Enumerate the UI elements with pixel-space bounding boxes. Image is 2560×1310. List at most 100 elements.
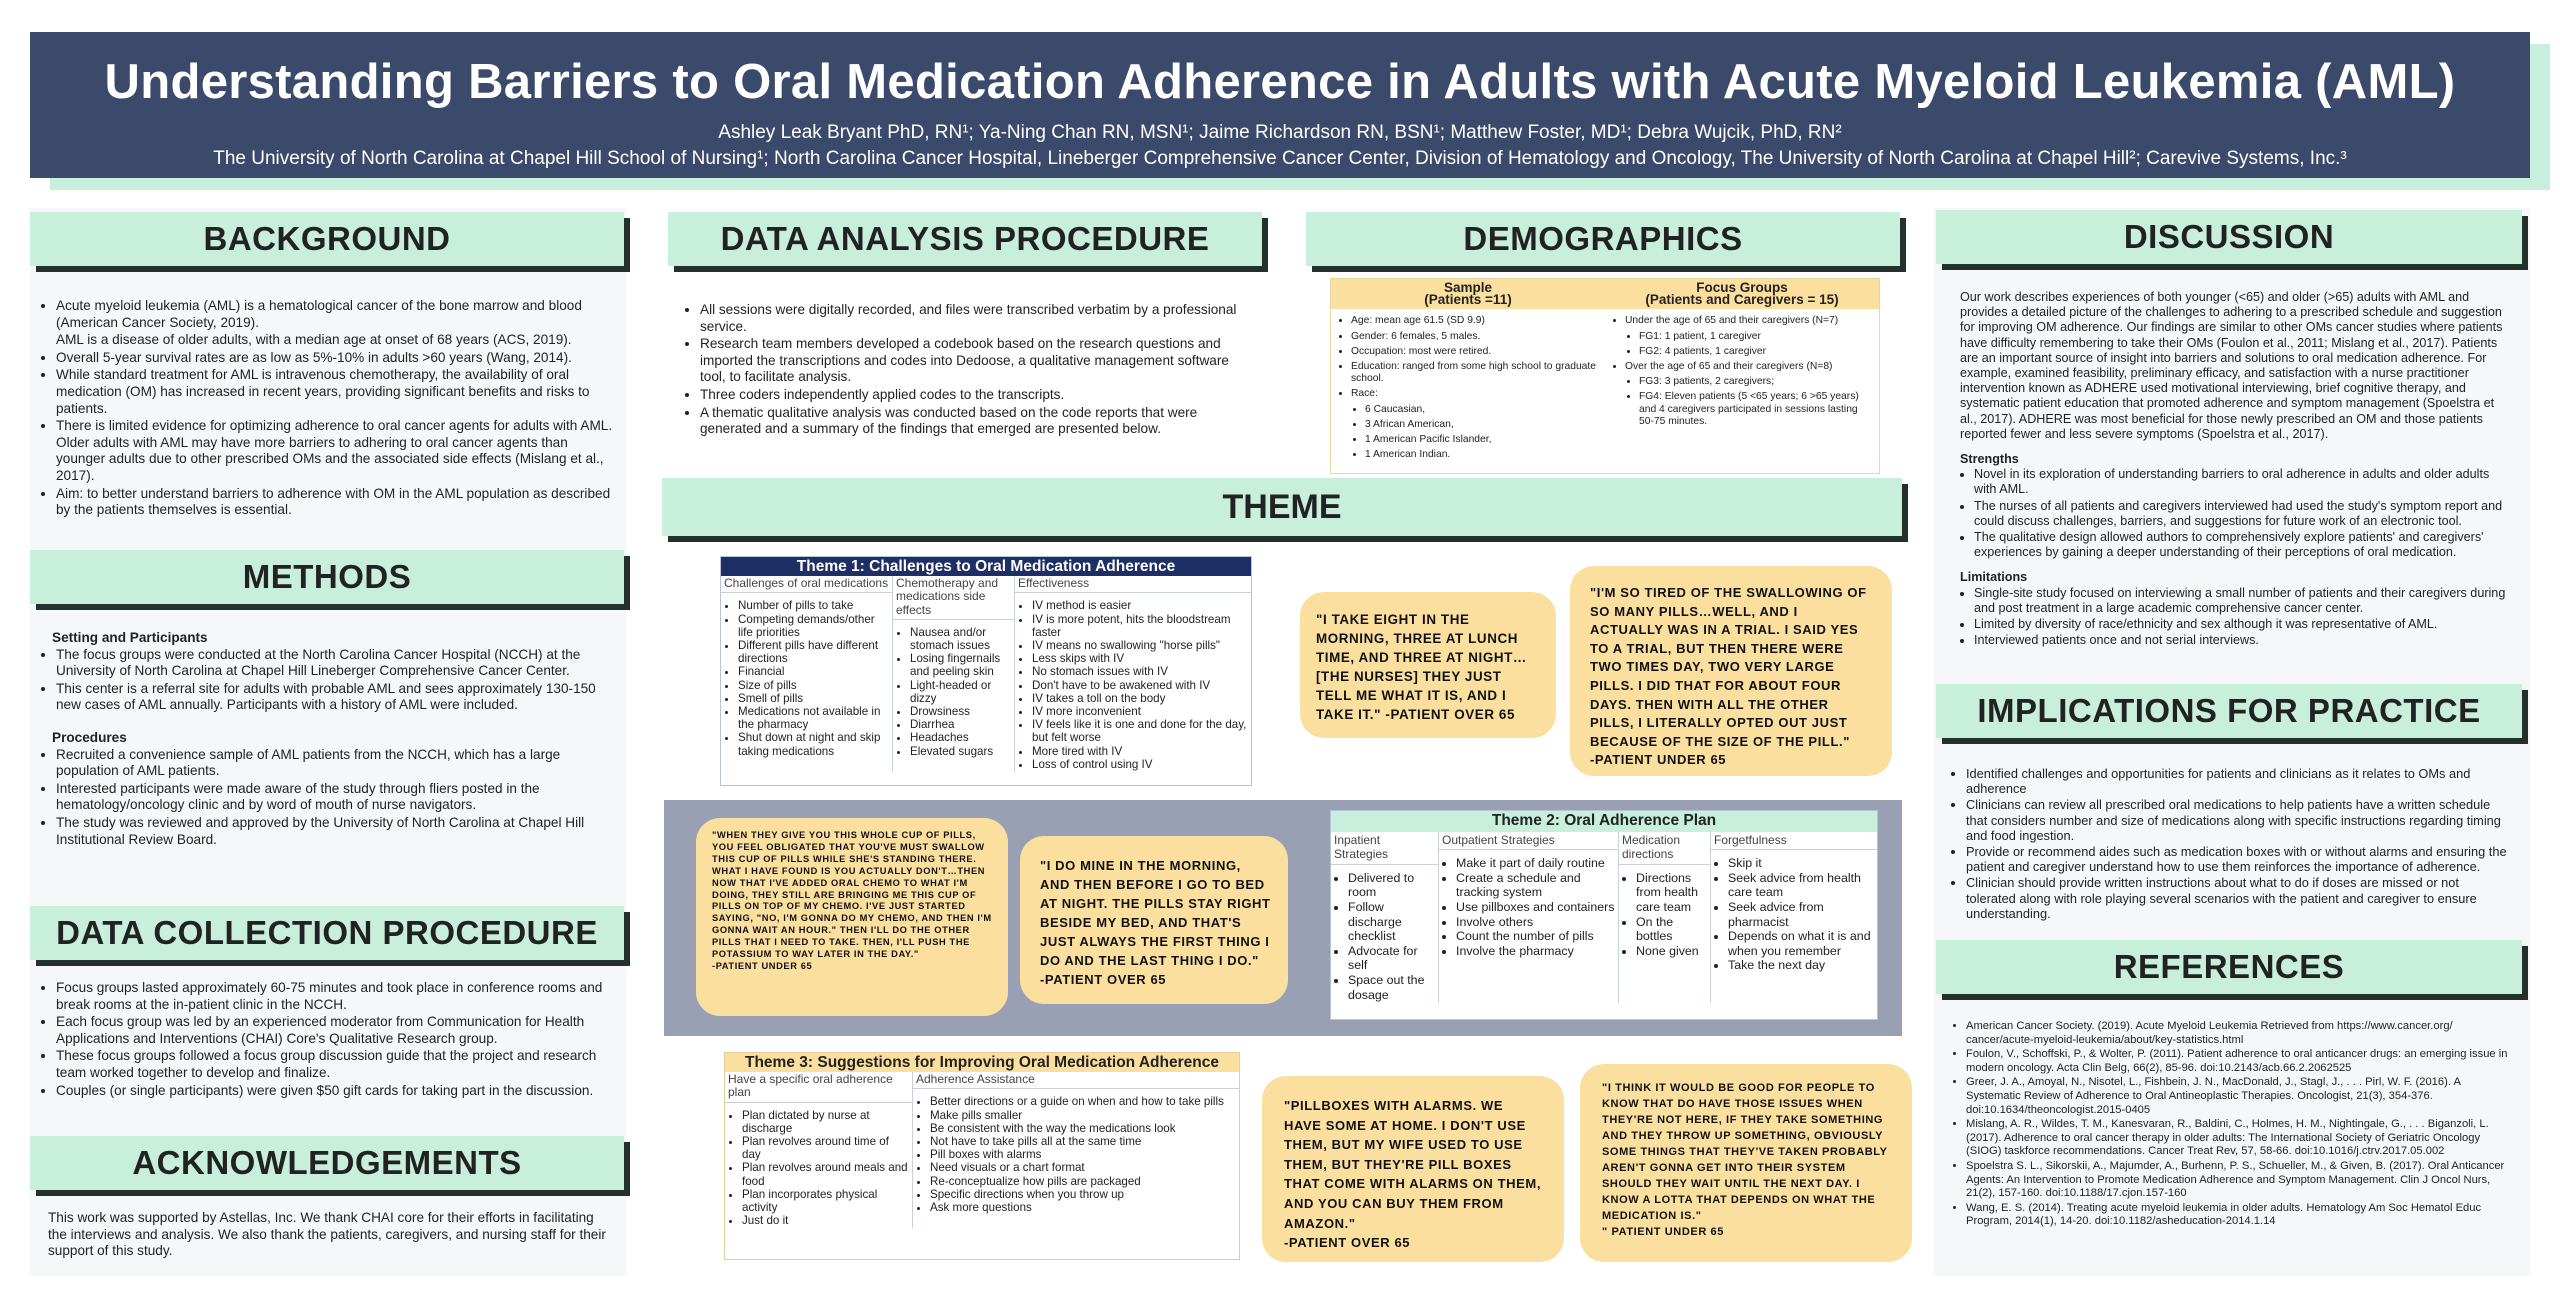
list-item: These focus groups followed a focus grou…	[56, 1048, 614, 1081]
list-item: Elevated sugars	[910, 745, 1011, 758]
list-item: Need visuals or a chart format	[930, 1161, 1236, 1174]
column-header: Medication directions	[1619, 833, 1710, 865]
list-item: Light-headed or dizzy	[910, 679, 1011, 705]
list-item: Depends on what it is and when you remem…	[1728, 929, 1874, 958]
methods-subheading: Procedures	[52, 729, 127, 745]
analysis-heading: DATA ANALYSIS PROCEDURE	[668, 212, 1262, 266]
theme3-table: Theme 3: Suggestions for Improving Oral …	[724, 1052, 1240, 1260]
list-item: Interviewed patients once and not serial…	[1974, 633, 2508, 648]
list-item: Foulon, V., Schoffski, P., & Wolter, P. …	[1966, 1048, 2516, 1075]
list-item: Space out the dosage	[1348, 973, 1435, 1002]
list-item: Use pillboxes and containers	[1456, 900, 1615, 915]
strengths-label: Strengths	[1960, 452, 2019, 467]
list-item: Gender: 6 females, 5 males.	[1351, 331, 1597, 343]
theme-heading: THEME	[662, 478, 1902, 536]
list-item: Interested participants were made aware …	[56, 781, 614, 814]
datacollection-heading: DATA COLLECTION PROCEDURE	[30, 906, 624, 960]
list-item: Ask more questions	[930, 1201, 1236, 1214]
implications-body: Identified challenges and opportunities …	[1952, 766, 2512, 922]
discussion-text: Our work describes experiences of both y…	[1960, 290, 2503, 441]
list-item: No stomach issues with IV	[1032, 665, 1248, 678]
list-item: Seek advice from health care team	[1728, 871, 1874, 900]
list-item: The qualitative design allowed authors t…	[1974, 530, 2508, 560]
demographics-table: Sample (Patients =11) Focus Groups (Pati…	[1330, 278, 1880, 474]
list-item: Delivered to room	[1348, 871, 1435, 900]
methods-heading: METHODS	[30, 550, 624, 604]
list-item: IV takes a toll on the body	[1032, 692, 1248, 705]
list-item: Medications not available in the pharmac…	[738, 705, 889, 731]
quote-text: "I'm so tired of the swallowing of so ma…	[1590, 585, 1867, 749]
list-item: Focus groups lasted approximately 60-75 …	[56, 980, 614, 1013]
implications-heading: IMPLICATIONS FOR PRACTICE	[1936, 684, 2522, 738]
quote-attribution: -Patient over 65	[1040, 972, 1167, 987]
list-item: Involve others	[1456, 915, 1615, 930]
list-item: Age: mean age 61.5 (SD 9.9)	[1351, 315, 1597, 327]
list-item: IV is more potent, hits the bloodstream …	[1032, 613, 1248, 639]
list-item: Seek advice from pharmacist	[1728, 900, 1874, 929]
list-item: Acute myeloid leukemia (AML) is a hemato…	[56, 298, 614, 331]
quote-card: "I'm so tired of the swallowing of so ma…	[1570, 566, 1892, 776]
authors: Ashley Leak Bryant PhD, RN¹; Ya-Ning Cha…	[718, 122, 1842, 143]
list-item: Pill boxes with alarms	[930, 1148, 1236, 1161]
list-item: All sessions were digitally recorded, an…	[700, 302, 1246, 335]
list-item: Three coders independently applied codes…	[700, 387, 1246, 404]
affiliations: The University of North Carolina at Chap…	[213, 148, 2347, 169]
theme2-title: Theme 2: Oral Adherence Plan	[1331, 811, 1877, 832]
theme2-table: Theme 2: Oral Adherence Plan Inpatient S…	[1330, 810, 1878, 1020]
list-item: Create a schedule and tracking system	[1456, 871, 1615, 900]
column-header: Effectiveness	[1015, 577, 1251, 594]
list-item: Better directions or a guide on when and…	[930, 1095, 1236, 1108]
ack-body: This work was supported by Astellas, Inc…	[48, 1210, 606, 1259]
list-item: FG1: 1 patient, 1 caregiver	[1639, 331, 1871, 343]
quote-card: "When they give you this whole cup of pi…	[696, 818, 1008, 1016]
list-item: Provide or recommend aides such as medic…	[1966, 844, 2512, 874]
column-header: Adherence Assistance	[913, 1073, 1239, 1090]
list-item: On the bottles	[1636, 915, 1707, 944]
list-item: While standard treatment for AML is intr…	[56, 367, 614, 417]
quote-attribution: " Patient under 65	[1602, 1226, 1724, 1238]
left-column	[30, 208, 626, 1276]
list-item: Make it part of daily routine	[1456, 856, 1615, 871]
list-item: FG4: Eleven patients (5 <65 years; 6 >65…	[1639, 391, 1871, 428]
poster-header: Understanding Barriers to Oral Medicatio…	[30, 32, 2530, 178]
list-item: Not have to take pills all at the same t…	[930, 1135, 1236, 1148]
list-item: Nausea and/or stomach issues	[910, 626, 1011, 652]
discussion-heading: DISCUSSION	[1936, 210, 2522, 264]
list-item: IV more inconvenient	[1032, 705, 1248, 718]
list-item: Size of pills	[738, 679, 889, 692]
list-item: The nurses of all patients and caregiver…	[1974, 499, 2508, 529]
list-item: Re-conceptualize how pills are packaged	[930, 1175, 1236, 1188]
quote-text: "When they give you this whole cup of pi…	[712, 830, 992, 960]
list-item: Occupation: most were retired.	[1351, 346, 1597, 358]
analysis-body: All sessions were digitally recorded, an…	[686, 302, 1246, 439]
list-item: Skip it	[1728, 856, 1874, 871]
methods-subheading: Setting and Participants	[52, 630, 208, 645]
list-item: Over the age of 65 and their caregivers …	[1625, 361, 1871, 373]
column-header: Challenges of oral medications	[721, 577, 892, 594]
demographics-col-head: Focus Groups (Patients and Caregivers = …	[1645, 280, 1839, 308]
theme1-table: Theme 1: Challenges to Oral Medication A…	[720, 556, 1252, 786]
list-item: Research team members developed a codebo…	[700, 336, 1246, 386]
list-item: Don't have to be awakened with IV	[1032, 679, 1248, 692]
quote-attribution: -Patient under 65	[1590, 752, 1727, 768]
list-item: Plan revolves around time of day	[742, 1135, 909, 1161]
quote-attribution: -Patient over 65	[1284, 1235, 1411, 1251]
list-item: Novel in its exploration of understandin…	[1974, 467, 2508, 497]
list-item: The focus groups were conducted at the N…	[56, 647, 614, 680]
list-item: Competing demands/other life priorities	[738, 613, 889, 639]
list-item: There is limited evidence for optimizing…	[56, 418, 614, 484]
list-item: IV means no swallowing "horse pills"	[1032, 639, 1248, 652]
right-column	[1934, 208, 2530, 1276]
list-item: Just do it	[742, 1214, 909, 1227]
list-item: None given	[1636, 944, 1707, 959]
list-item: A thematic qualitative analysis was cond…	[700, 405, 1246, 438]
datacollection-body: Focus groups lasted approximately 60-75 …	[42, 980, 614, 1100]
poster-title: Understanding Barriers to Oral Medicatio…	[104, 55, 2456, 109]
list-item: FG2: 4 patients, 1 caregiver	[1639, 346, 1871, 358]
list-item: Specific directions when you throw up	[930, 1188, 1236, 1201]
list-item: Plan revolves around meals and food	[742, 1161, 909, 1187]
list-item: Plan incorporates physical activity	[742, 1188, 909, 1214]
theme1-title: Theme 1: Challenges to Oral Medication A…	[721, 557, 1251, 577]
